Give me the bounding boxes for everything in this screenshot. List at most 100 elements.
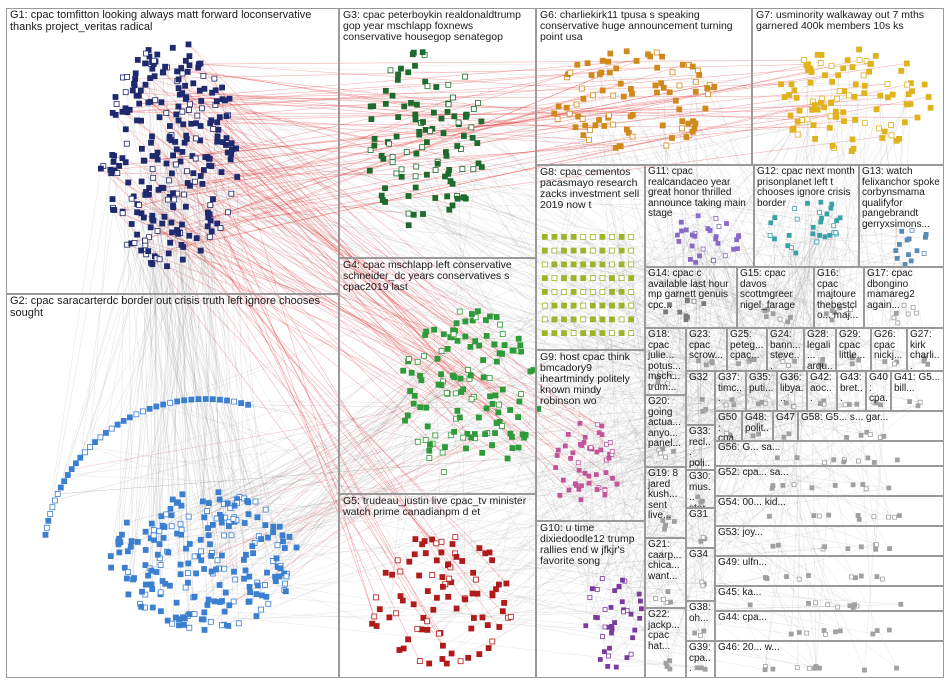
node bbox=[700, 583, 706, 589]
edge bbox=[634, 229, 687, 631]
node bbox=[429, 536, 436, 543]
edge bbox=[172, 344, 495, 624]
node bbox=[164, 263, 170, 270]
node bbox=[696, 358, 701, 364]
node bbox=[393, 610, 400, 617]
node bbox=[224, 500, 231, 507]
node bbox=[685, 314, 690, 320]
edge bbox=[179, 94, 189, 583]
node bbox=[433, 540, 440, 547]
node bbox=[832, 309, 837, 315]
node bbox=[599, 330, 606, 337]
node bbox=[371, 142, 378, 149]
group-cell-g17: G17: cpac dbongino mamareg2 again... bbox=[864, 267, 944, 328]
node bbox=[405, 636, 412, 643]
node bbox=[221, 608, 228, 615]
edge bbox=[446, 437, 881, 664]
node bbox=[370, 103, 377, 110]
edge bbox=[208, 139, 589, 218]
edge bbox=[770, 222, 817, 667]
node bbox=[582, 434, 588, 440]
group-cell-g4: G4: cpac mschlapp left conservative schn… bbox=[339, 258, 536, 494]
node bbox=[221, 565, 228, 572]
node bbox=[679, 61, 686, 68]
node bbox=[609, 316, 615, 323]
node bbox=[551, 247, 558, 254]
edge bbox=[807, 119, 827, 314]
node bbox=[68, 466, 75, 473]
node bbox=[848, 307, 853, 313]
edge bbox=[690, 259, 789, 366]
edge bbox=[134, 242, 661, 374]
edge bbox=[167, 361, 897, 552]
edge bbox=[80, 165, 120, 458]
edge bbox=[80, 180, 170, 458]
edge bbox=[681, 230, 865, 671]
node bbox=[596, 117, 602, 123]
node bbox=[416, 128, 423, 135]
node bbox=[198, 557, 205, 564]
edge bbox=[171, 232, 409, 640]
group-cell-g16: G16: cpac majtoure thebestclo... maj... bbox=[814, 267, 864, 328]
edge bbox=[231, 193, 409, 214]
edge bbox=[585, 90, 795, 626]
edge bbox=[183, 182, 188, 401]
edge bbox=[215, 104, 750, 362]
node bbox=[817, 232, 822, 238]
node bbox=[453, 605, 460, 612]
node bbox=[692, 88, 699, 95]
edge bbox=[188, 434, 526, 564]
node bbox=[794, 455, 800, 461]
node bbox=[515, 335, 522, 342]
edge bbox=[152, 177, 449, 565]
node bbox=[705, 91, 711, 98]
edge bbox=[182, 151, 924, 362]
node bbox=[125, 548, 131, 555]
node bbox=[165, 177, 172, 184]
node bbox=[628, 261, 635, 268]
edge bbox=[465, 115, 701, 636]
node bbox=[215, 126, 222, 133]
edge bbox=[575, 399, 733, 485]
edge bbox=[116, 103, 853, 365]
node bbox=[142, 528, 149, 535]
edge bbox=[138, 95, 152, 585]
edge bbox=[177, 233, 231, 508]
node bbox=[160, 535, 167, 541]
node bbox=[862, 667, 867, 673]
edge bbox=[486, 408, 671, 670]
node bbox=[630, 635, 635, 641]
node bbox=[909, 227, 915, 233]
node bbox=[683, 134, 690, 141]
node bbox=[202, 396, 209, 402]
node bbox=[424, 423, 431, 430]
edge bbox=[198, 63, 464, 390]
node bbox=[389, 92, 396, 99]
edge bbox=[195, 158, 220, 569]
node bbox=[395, 71, 402, 78]
node bbox=[580, 302, 587, 309]
node bbox=[852, 117, 859, 123]
group-cell-g49: G49: ulfn... bbox=[715, 556, 944, 586]
node bbox=[214, 220, 221, 227]
edge bbox=[187, 182, 794, 407]
edge bbox=[599, 403, 821, 433]
node bbox=[394, 557, 401, 564]
group-cell-g43: G43: bret... bbox=[837, 371, 866, 411]
node bbox=[590, 586, 595, 592]
edge bbox=[575, 359, 755, 485]
node bbox=[589, 261, 596, 268]
edge bbox=[668, 104, 907, 518]
node bbox=[185, 41, 192, 48]
node bbox=[894, 255, 900, 261]
edge bbox=[655, 124, 892, 599]
node bbox=[663, 142, 670, 149]
node bbox=[828, 205, 834, 211]
node bbox=[878, 402, 883, 408]
node bbox=[400, 367, 407, 374]
edge bbox=[770, 235, 900, 245]
edge bbox=[454, 310, 833, 554]
node bbox=[413, 163, 420, 170]
node bbox=[474, 308, 481, 315]
edge bbox=[154, 256, 157, 573]
